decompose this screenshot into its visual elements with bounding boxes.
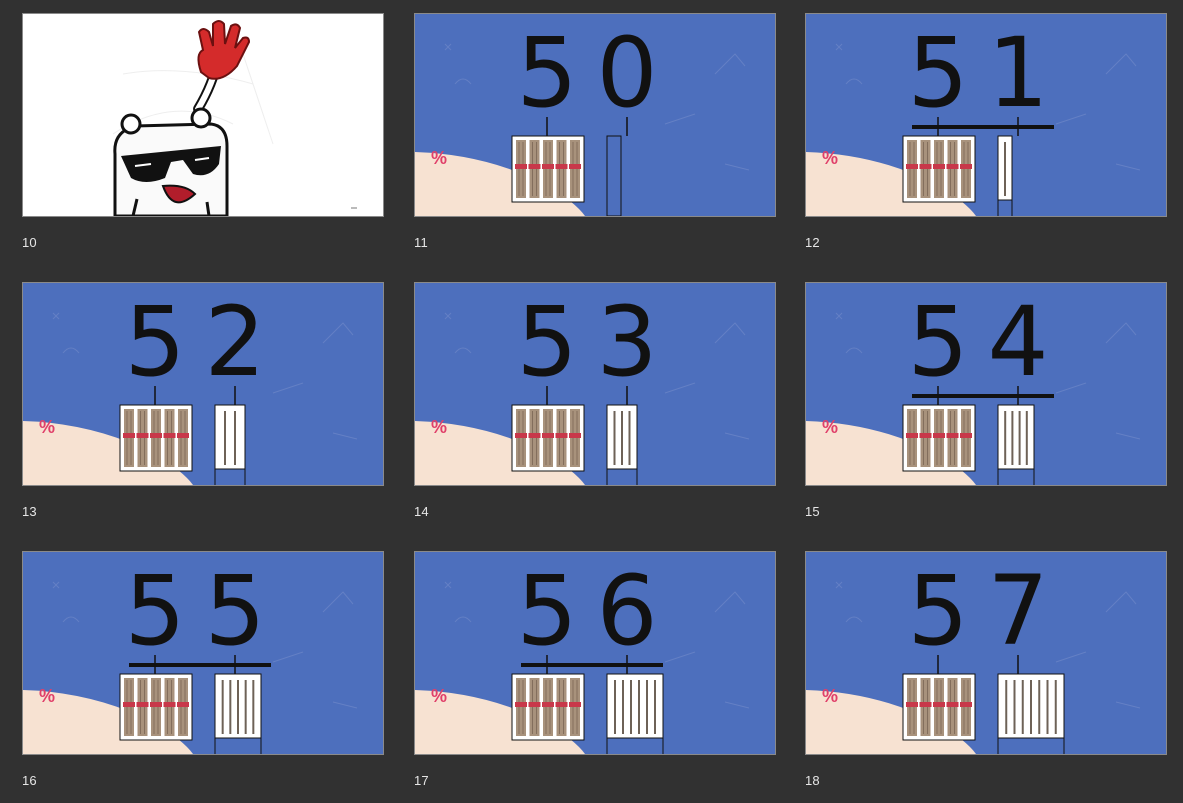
slide-number-label: 17 xyxy=(414,773,429,788)
slide-number-label: 13 xyxy=(22,504,37,519)
slide-thumbnail-card[interactable]: 10 xyxy=(22,13,384,263)
slide-number-label: 14 xyxy=(414,504,429,519)
units-digit: 0 xyxy=(596,17,657,129)
units-sticks-box xyxy=(998,136,1012,216)
slide-number-label: 16 xyxy=(22,773,37,788)
percent-mark: % xyxy=(431,686,447,706)
units-digit: 2 xyxy=(204,286,265,398)
percent-mark: % xyxy=(39,417,55,437)
underline-bar xyxy=(521,663,663,667)
tens-digit: 5 xyxy=(124,555,185,667)
tens-rods-box xyxy=(903,405,975,471)
tens-digit: 5 xyxy=(124,286,185,398)
underline-bar xyxy=(129,663,271,667)
units-digit: 6 xyxy=(596,555,657,667)
tens-rods-box xyxy=(512,674,584,740)
units-digit: 1 xyxy=(987,17,1048,129)
tens-digit: 5 xyxy=(516,555,577,667)
units-sticks-box xyxy=(607,136,621,216)
tens-rods-box xyxy=(120,405,192,471)
units-sticks-box xyxy=(215,405,245,485)
underline-bar xyxy=(912,125,1054,129)
tens-digit: 5 xyxy=(907,555,968,667)
tens-rods-box xyxy=(903,674,975,740)
slide-number-label: 10 xyxy=(22,235,37,250)
tens-rods-box xyxy=(120,674,192,740)
underline-bar xyxy=(912,394,1054,398)
slide-thumbnail[interactable] xyxy=(22,13,384,217)
units-sticks-box xyxy=(998,674,1064,754)
tens-digit: 5 xyxy=(516,286,577,398)
slide-number-label: 15 xyxy=(805,504,820,519)
units-digit: 7 xyxy=(987,555,1048,667)
units-digit: 3 xyxy=(596,286,657,398)
percent-mark: % xyxy=(39,686,55,706)
units-sticks-box xyxy=(215,674,261,754)
cartoon-character xyxy=(113,21,273,216)
slide-number-label: 11 xyxy=(414,235,428,250)
tens-digit: 5 xyxy=(907,17,968,129)
tens-rods-box xyxy=(512,136,584,202)
percent-mark: % xyxy=(431,148,447,168)
units-digit: 5 xyxy=(204,555,265,667)
percent-mark: % xyxy=(822,686,838,706)
slide-number-label: 18 xyxy=(805,773,820,788)
tens-digit: 5 xyxy=(516,17,577,129)
tens-rods-box xyxy=(512,405,584,471)
percent-mark: % xyxy=(431,417,447,437)
tens-digit: 5 xyxy=(907,286,968,398)
slide-artwork xyxy=(23,14,383,216)
percent-mark: % xyxy=(822,148,838,168)
units-sticks-box xyxy=(607,405,637,485)
tens-rods-box xyxy=(903,136,975,202)
slide-number-label: 12 xyxy=(805,235,820,250)
units-sticks-box xyxy=(998,405,1034,485)
percent-mark: % xyxy=(822,417,838,437)
units-digit: 4 xyxy=(987,286,1048,398)
units-sticks-box xyxy=(607,674,663,754)
